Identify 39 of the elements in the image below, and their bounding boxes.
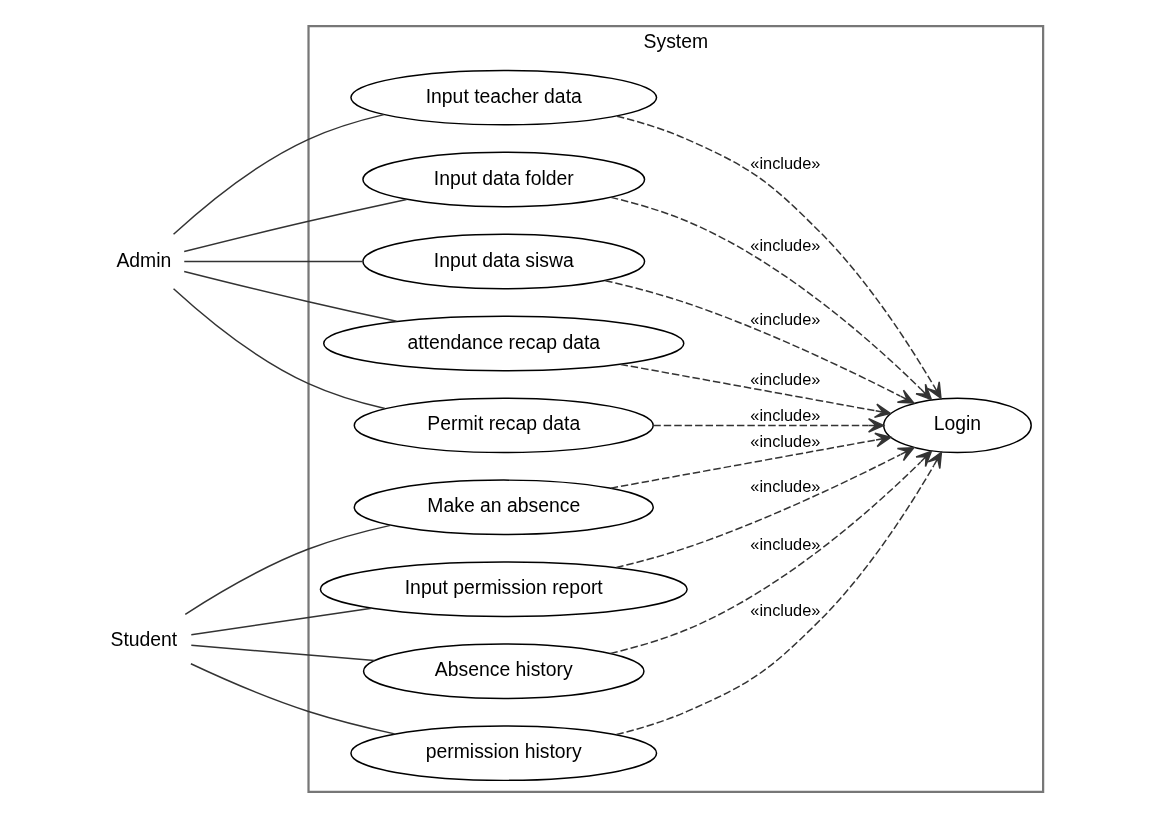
node-ellipse: attendance recap data bbox=[323, 315, 685, 372]
connector bbox=[190, 607, 373, 636]
connector bbox=[172, 113, 385, 236]
edge-label: «include» bbox=[750, 477, 821, 496]
edge-label: «include» bbox=[750, 235, 821, 254]
node-ellipse: Absence history bbox=[362, 643, 645, 700]
arrow bbox=[615, 451, 943, 736]
connector bbox=[183, 270, 398, 323]
edge-label: «include» bbox=[750, 310, 821, 329]
node-ellipse: Login bbox=[882, 397, 1032, 454]
edge-label: «include» bbox=[750, 405, 821, 424]
edge-label: «include» bbox=[750, 153, 821, 172]
node-ellipse: Input data folder bbox=[362, 151, 646, 208]
node-ellipse: Permit recap data bbox=[353, 397, 654, 454]
arrow bbox=[610, 196, 933, 401]
arrow bbox=[619, 363, 892, 419]
arrow bbox=[615, 447, 915, 569]
edge-label: «include» bbox=[750, 432, 821, 451]
node-ellipse: Make an absence bbox=[353, 479, 654, 536]
node-ellipse: Input data siswa bbox=[362, 233, 646, 290]
arrow bbox=[604, 279, 915, 404]
connector bbox=[183, 198, 408, 253]
connector bbox=[190, 663, 396, 735]
connector bbox=[172, 287, 386, 410]
edge-label: «include» bbox=[750, 600, 821, 619]
arrow bbox=[610, 432, 892, 489]
edge-label: «include» bbox=[750, 369, 821, 388]
node-ellipse: Input teacher data bbox=[350, 69, 658, 126]
node-text: Admin bbox=[116, 248, 172, 271]
connector bbox=[183, 260, 363, 263]
connector bbox=[190, 644, 376, 662]
node-ellipse: Input permission report bbox=[319, 561, 688, 618]
arrow bbox=[609, 450, 933, 655]
arrow bbox=[652, 417, 885, 433]
connector bbox=[184, 524, 392, 615]
node-text: Student bbox=[110, 628, 178, 651]
edge-label: «include» bbox=[750, 535, 821, 554]
arrow bbox=[616, 115, 942, 399]
node-ellipse: permission history bbox=[350, 725, 658, 782]
